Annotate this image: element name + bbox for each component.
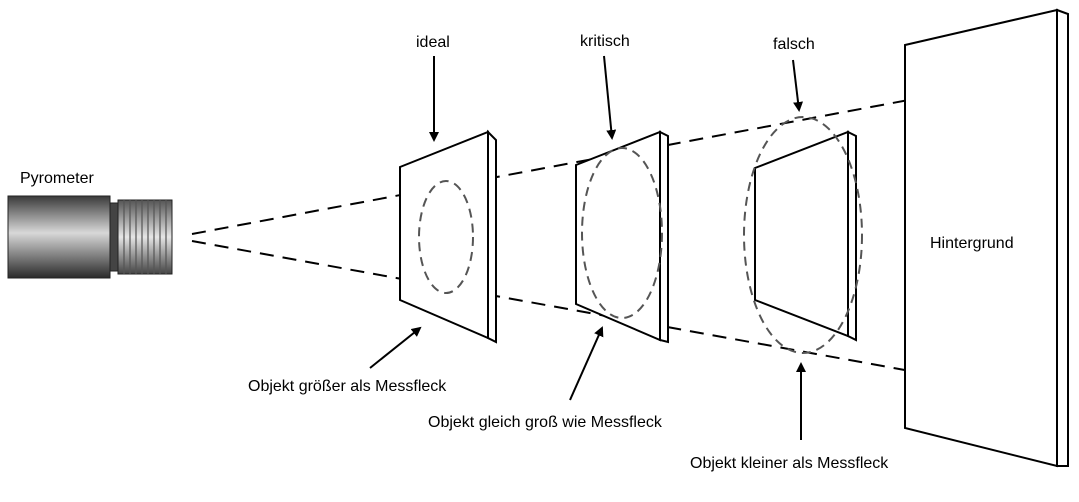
background-edge: [1056, 8, 1069, 467]
spot-ideal: [418, 180, 474, 294]
arrow-object-larger: [369, 326, 422, 369]
spot-wrong: [743, 116, 863, 354]
label-wrong: falsch: [773, 36, 815, 53]
cone-upper-edge: [191, 89, 963, 235]
object-ideal-face: [399, 130, 489, 340]
object-critical-face: [575, 130, 661, 342]
label-object-smaller: Objekt kleiner als Messfleck: [690, 455, 889, 472]
pyrometer-collar: [109, 202, 119, 272]
pyrometer-thread: [117, 199, 173, 275]
background-label: Hintergrund: [930, 235, 1014, 252]
object-ideal-edge: [487, 129, 497, 344]
object-wrong: [743, 116, 863, 354]
object-wrong-face: [754, 130, 849, 338]
measurement-cone: [191, 89, 963, 381]
object-critical: [575, 130, 669, 344]
arrow-object-equal: [569, 326, 604, 401]
pyrometer-thread-lines: [123, 200, 167, 274]
spot-critical: [581, 147, 663, 319]
pyrometer-device: [7, 195, 173, 279]
cone-lower-edge: [191, 240, 961, 381]
arrow-wrong: [792, 59, 804, 112]
label-object-larger: Objekt größer als Messfleck: [248, 378, 447, 395]
arrow-critical: [603, 55, 617, 140]
background-surface: [904, 8, 1069, 468]
pyrometer-body: [7, 195, 111, 279]
background-face: [904, 8, 1058, 468]
pyrometer-label: Pyrometer: [20, 170, 94, 187]
label-object-equal: Objekt gleich groß wie Messfleck: [428, 414, 663, 431]
label-critical: kritisch: [580, 33, 630, 50]
object-ideal: [399, 129, 497, 344]
label-ideal: ideal: [416, 34, 450, 51]
